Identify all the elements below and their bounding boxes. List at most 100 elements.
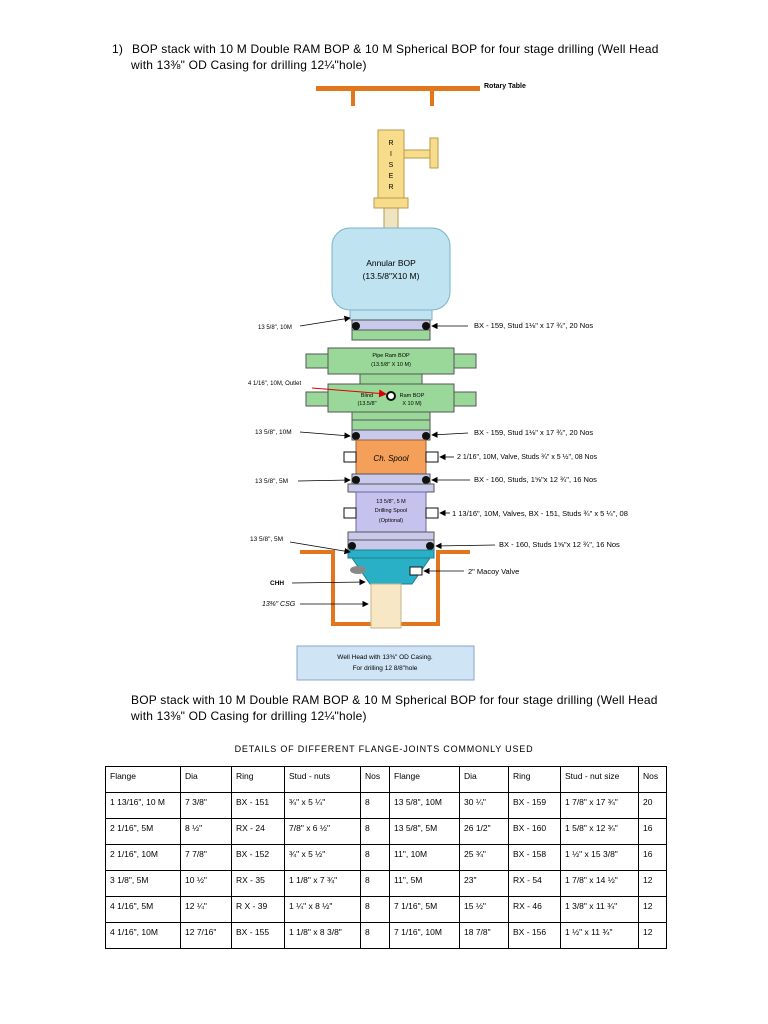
- table-cell: 1 ½" x 11 ¾": [560, 922, 639, 949]
- drilling-spool-optional: (Optional): [379, 518, 403, 524]
- left-label-3: 13 5/8", 10M: [255, 429, 292, 436]
- header-cell: Flange: [105, 766, 181, 793]
- blind-ram-left-2: (13.5/8": [357, 401, 376, 407]
- table-cell: 2 1/16", 10M: [105, 844, 181, 871]
- right-label-1: BX - 159, Stud 1⅛" x 17 ¾", 20 Nos: [474, 321, 593, 330]
- left-label-chh: CHH: [270, 580, 284, 587]
- blind-ram-left-1: Blind: [361, 393, 373, 399]
- bop-stack-diagram: Rotary Table R I S E R Annular BOP (13.5…: [248, 83, 628, 681]
- casing-head: [347, 549, 435, 585]
- table-cell: 8: [360, 792, 390, 819]
- table-cell: 23": [459, 870, 509, 897]
- choke-spool: [343, 439, 439, 485]
- left-label-2: 4 1/16", 10M, Outlet: [248, 381, 301, 387]
- blind-ram-bop: [305, 383, 477, 421]
- table-cell: RX - 54: [508, 870, 561, 897]
- table-cell: 1 7/8" x 17 ¾": [560, 792, 639, 819]
- table-cell: 13 5/8", 5M: [389, 818, 460, 845]
- table-cell: RX - 46: [508, 896, 561, 923]
- table-cell: 4 1/16", 5M: [105, 896, 181, 923]
- table-cell: 26 1/2": [459, 818, 509, 845]
- table-cell: 25 ¾": [459, 844, 509, 871]
- table-cell: R X - 39: [231, 896, 285, 923]
- ch-spool-label: Ch. Spool: [373, 454, 408, 463]
- table-cell: 1 1/8" x 8 3/8": [284, 922, 361, 949]
- table-title: DETAILS OF DIFFERENT FLANGE-JOINTS COMMO…: [234, 744, 534, 754]
- rotary-table-label: Rotary Table: [484, 83, 526, 90]
- table-cell: 8: [360, 896, 390, 923]
- header-cell: Nos: [360, 766, 390, 793]
- heading-number: 1): [112, 42, 124, 56]
- table-cell: BX - 152: [231, 844, 285, 871]
- right-label-3: 2 1/16", 10M, Valve, Studs ¾" x 5 ½", 08…: [457, 453, 598, 461]
- left-label-5: 13 5/8", 5M: [250, 536, 283, 543]
- table-cell: 16: [638, 844, 667, 871]
- casing-pipe: [370, 583, 402, 629]
- right-label-4: BX - 160, Studs, 1⅝"x 12 ¾", 16 Nos: [474, 475, 597, 484]
- wellhead-label-line-2: For drilling 12 8/8"hole: [353, 665, 418, 672]
- rotary-table: [316, 86, 480, 106]
- table-cell: BX - 155: [231, 922, 285, 949]
- table-cell: 3 1/8", 5M: [105, 870, 181, 897]
- riser-letter-r1: R: [388, 140, 393, 147]
- drilling-spool: [343, 483, 439, 551]
- table-cell: 8: [360, 844, 390, 871]
- right-label-5: 1 13/16", 10M, Valves, BX - 151, Studs ¾…: [452, 509, 628, 518]
- table-cell: 4 1/16", 10M: [105, 922, 181, 949]
- heading-line-1: BOP stack with 10 M Double RAM BOP & 10 …: [132, 42, 659, 56]
- wellhead-label-box: [296, 645, 475, 681]
- table-body: Flange Dia Ring Stud - nuts Nos Flange D…: [105, 766, 667, 949]
- header-cell: Ring: [231, 766, 285, 793]
- table-cell: 8: [360, 818, 390, 845]
- caption-line-1: BOP stack with 10 M Double RAM BOP & 10 …: [131, 693, 658, 707]
- riser: [373, 129, 439, 231]
- drilling-spool-size: 13 5/8", 5 M: [376, 499, 406, 505]
- table-cell: 18 7/8": [459, 922, 509, 949]
- right-label-6: BX - 160, Studs 1⅝"x 12 ¾", 16 Nos: [499, 540, 620, 549]
- header-cell: Flange: [389, 766, 460, 793]
- table-cell: 1 1/8" x 7 ¾": [284, 870, 361, 897]
- flange-1: [351, 319, 431, 341]
- table-cell: BX - 156: [508, 922, 561, 949]
- header-cell: Dia: [459, 766, 509, 793]
- table-cell: 13 5/8", 10M: [389, 792, 460, 819]
- blind-ram-right-1: Ram BOP: [400, 393, 425, 399]
- table-cell: ¾" x 5 ½": [284, 844, 361, 871]
- table-cell: 7 1/16", 10M: [389, 922, 460, 949]
- table-header-row: Flange Dia Ring Stud - nuts Nos Flange D…: [105, 766, 667, 793]
- page-heading: 1) BOP stack with 10 M Double RAM BOP & 1…: [112, 41, 672, 73]
- riser-letter-i: I: [390, 151, 392, 158]
- right-label-2: BX - 159, Stud 1⅛" x 17 ¾", 20 Nos: [474, 428, 593, 437]
- caption-line-2: with 13⅜" OD Casing for drilling 12¼"hol…: [131, 709, 367, 723]
- table-cell: 1 ½" x 15 3/8": [560, 844, 639, 871]
- pipe-ram-title: Pipe Ram BOP: [372, 353, 410, 359]
- diagram-caption: BOP stack with 10 M Double RAM BOP & 10 …: [131, 692, 691, 724]
- heading-line-2: with 13⅜" OD Casing for drilling 12¼"hol…: [131, 58, 367, 72]
- table-cell: 1 ¼" x 8 ½": [284, 896, 361, 923]
- table-cell: RX - 35: [231, 870, 285, 897]
- table-cell: 20: [638, 792, 667, 819]
- table-cell: 1 5/8" x 12 ¾": [560, 818, 639, 845]
- table-cell: 12 7/16": [180, 922, 232, 949]
- table-cell: BX - 160: [508, 818, 561, 845]
- left-label-1: 13 5/8", 10M: [258, 325, 292, 331]
- table-cell: 12: [638, 870, 667, 897]
- table-cell: 12 ¼": [180, 896, 232, 923]
- table-cell: 8: [360, 870, 390, 897]
- table-cell: 7 1/16", 5M: [389, 896, 460, 923]
- blind-ram-right-2: X 10 M): [402, 401, 421, 407]
- table-cell: 10 ½": [180, 870, 232, 897]
- table-cell: RX - 24: [231, 818, 285, 845]
- annular-bop-size: (13.5/8"X10 M): [363, 271, 420, 281]
- table-cell: 7/8" x 6 ½": [284, 818, 361, 845]
- table-cell: 1 7/8" x 14 ½": [560, 870, 639, 897]
- right-label-7: 2" Macoy Valve: [468, 567, 519, 576]
- table-cell: 16: [638, 818, 667, 845]
- annular-bop-title: Annular BOP: [366, 258, 416, 268]
- table-cell: 2 1/16", 5M: [105, 818, 181, 845]
- table-cell: 8: [360, 922, 390, 949]
